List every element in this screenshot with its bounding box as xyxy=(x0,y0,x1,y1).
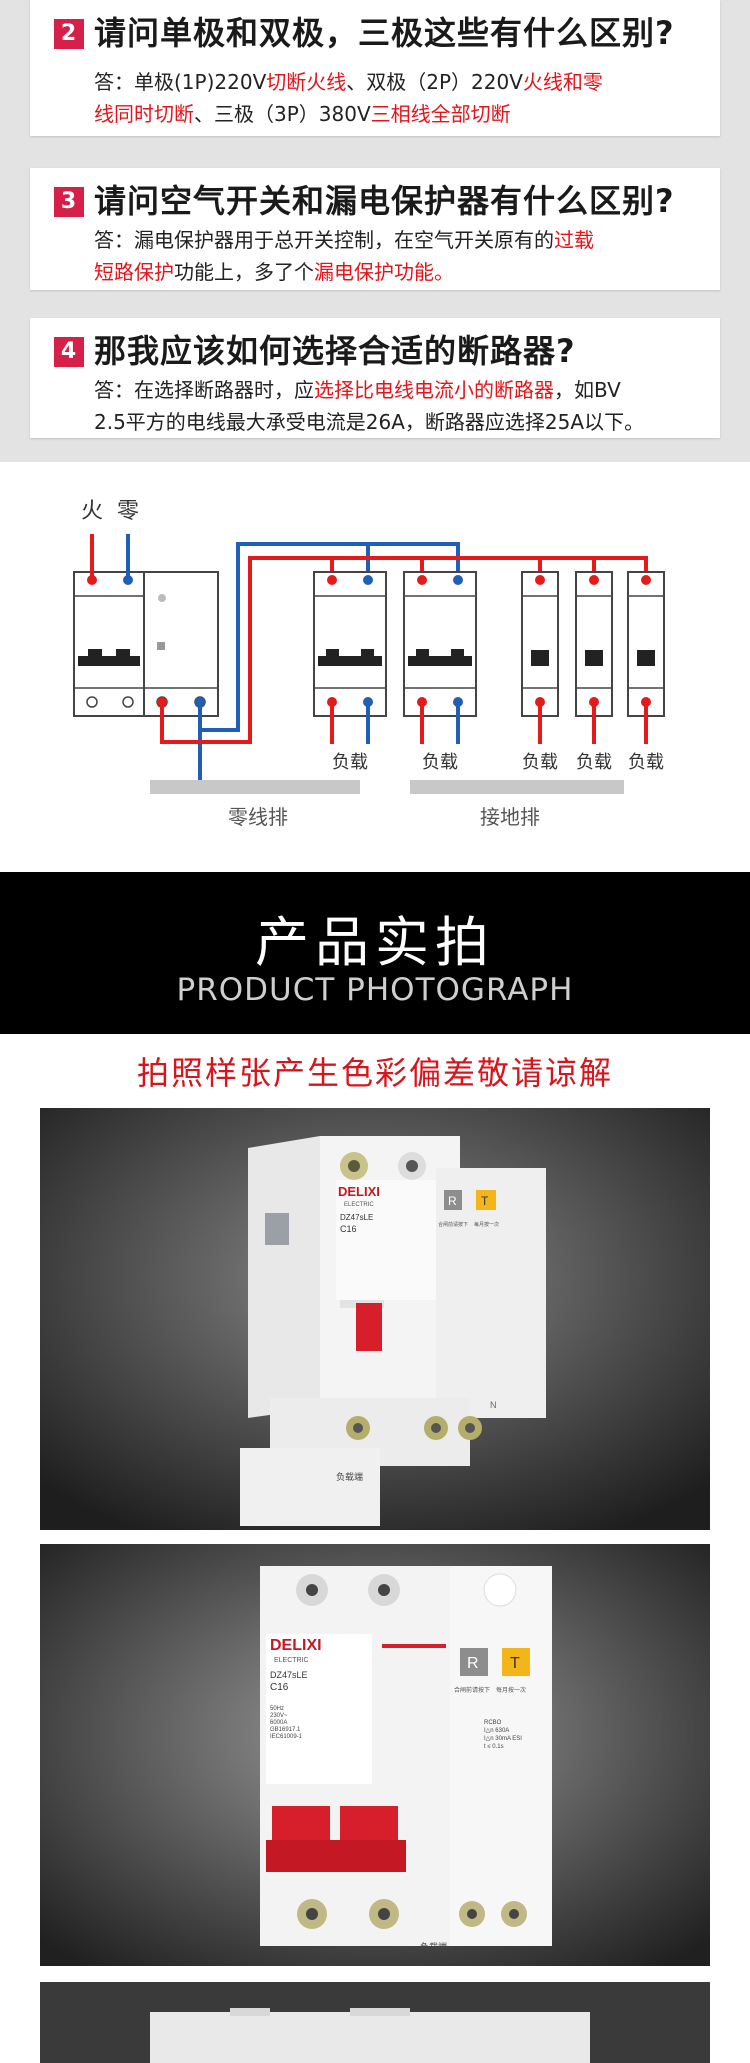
brand-logo: DELIXI xyxy=(338,1184,380,1199)
wiring-diagram: 火 零 xyxy=(0,462,750,872)
neutral-bar xyxy=(150,780,360,794)
svg-text:合闸前请按下: 合闸前请按下 xyxy=(438,1221,468,1228)
banner-subtitle: PRODUCT PHOTOGRAPH xyxy=(176,972,574,1008)
svg-text:IEC61009-1: IEC61009-1 xyxy=(270,1734,303,1740)
ground-bar xyxy=(410,780,624,794)
branch-breaker-2p xyxy=(403,571,477,717)
svg-text:50Hz: 50Hz xyxy=(270,1706,284,1712)
svg-text:R: R xyxy=(448,1194,457,1208)
svg-text:DZ47sLE: DZ47sLE xyxy=(340,1213,373,1222)
load-label: 负载 xyxy=(576,752,612,773)
svg-text:6000A: 6000A xyxy=(270,1720,287,1726)
neutral-label: 零 xyxy=(117,499,139,524)
faq-answer: 答：在选择断路器时，应选择比电线电流小的断路器，如BV 2.5平方的电线最大承受… xyxy=(94,378,645,434)
svg-text:负载端: 负载端 xyxy=(336,1471,363,1482)
svg-text:RCBO: RCBO xyxy=(484,1720,502,1726)
svg-text:合闸前请按下: 合闸前请按下 xyxy=(454,1686,490,1694)
svg-text:T: T xyxy=(481,1194,489,1208)
branch-breaker-2p xyxy=(313,571,387,717)
faq-number-badge: 2 xyxy=(54,19,84,49)
svg-text:每月按一次: 每月按一次 xyxy=(496,1686,526,1694)
neutral-bar-label: 零线排 xyxy=(228,805,288,829)
faq-answer: 答：单极(1P)220V切断火线、双极（2P）220V火线和零 线同时切断、三极… xyxy=(94,70,603,126)
product-photo-2: DELIXI ELECTRIC DZ47sLE C16 50Hz 230V~ 6… xyxy=(40,1544,710,1966)
svg-text:ELECTRIC: ELECTRIC xyxy=(344,1202,374,1208)
svg-text:R: R xyxy=(467,1655,479,1672)
reset-button xyxy=(444,1190,462,1210)
faq-answer: 答：漏电保护器用于总开关控制，在空气开关原有的过载 短路保护功能上，多了个漏电保… xyxy=(94,228,594,284)
banner-title: 产品实拍 xyxy=(255,911,495,974)
reset-button xyxy=(460,1648,488,1676)
svg-text:C16: C16 xyxy=(340,1224,357,1234)
svg-text:I△n 30mA ESI: I△n 30mA ESI xyxy=(484,1736,522,1742)
svg-text:T: T xyxy=(510,1655,520,1672)
product-photo-banner: 产品实拍 PRODUCT PHOTOGRAPH xyxy=(0,872,750,1034)
brand-logo: DELIXI xyxy=(270,1637,322,1654)
fire-label: 火 xyxy=(81,499,103,524)
svg-text:每月按一次: 每月按一次 xyxy=(474,1221,499,1228)
main-breaker xyxy=(73,571,145,717)
load-label: 负载 xyxy=(522,752,558,773)
load-label: 负载 xyxy=(628,752,664,773)
svg-text:DZ47sLE: DZ47sLE xyxy=(270,1670,308,1680)
branch-breaker-1p xyxy=(521,571,559,717)
svg-text:230V~: 230V~ xyxy=(270,1713,288,1719)
test-button xyxy=(502,1648,530,1676)
load-label: 负载 xyxy=(422,752,458,773)
faq-number-badge: 3 xyxy=(54,187,84,217)
branch-breaker-1p xyxy=(575,571,613,717)
svg-text:负载端: 负载端 xyxy=(420,1941,447,1952)
ground-bar-label: 接地排 xyxy=(480,805,540,829)
load-label: 负载 xyxy=(332,752,368,773)
svg-text:I△n 630A: I△n 630A xyxy=(484,1728,509,1734)
svg-text:GB16917.1: GB16917.1 xyxy=(270,1727,301,1733)
svg-text:ELECTRIC: ELECTRIC xyxy=(274,1657,309,1664)
svg-text:t ≤ 0.1s: t ≤ 0.1s xyxy=(484,1744,504,1750)
faq-number-badge: 4 xyxy=(54,337,84,367)
test-button xyxy=(476,1190,496,1210)
product-photo-3 xyxy=(40,1982,710,2063)
svg-text:N: N xyxy=(490,1400,497,1410)
product-photo-1: DELIXI ELECTRIC DZ47sLE C16 R T 合闸前请按下 每… xyxy=(40,1108,710,1530)
branch-breaker-1p xyxy=(627,571,665,717)
svg-text:C16: C16 xyxy=(270,1682,289,1693)
color-notice: 拍照样张产生色彩偏差敬请谅解 xyxy=(136,1054,613,1092)
leakage-module xyxy=(143,571,219,717)
